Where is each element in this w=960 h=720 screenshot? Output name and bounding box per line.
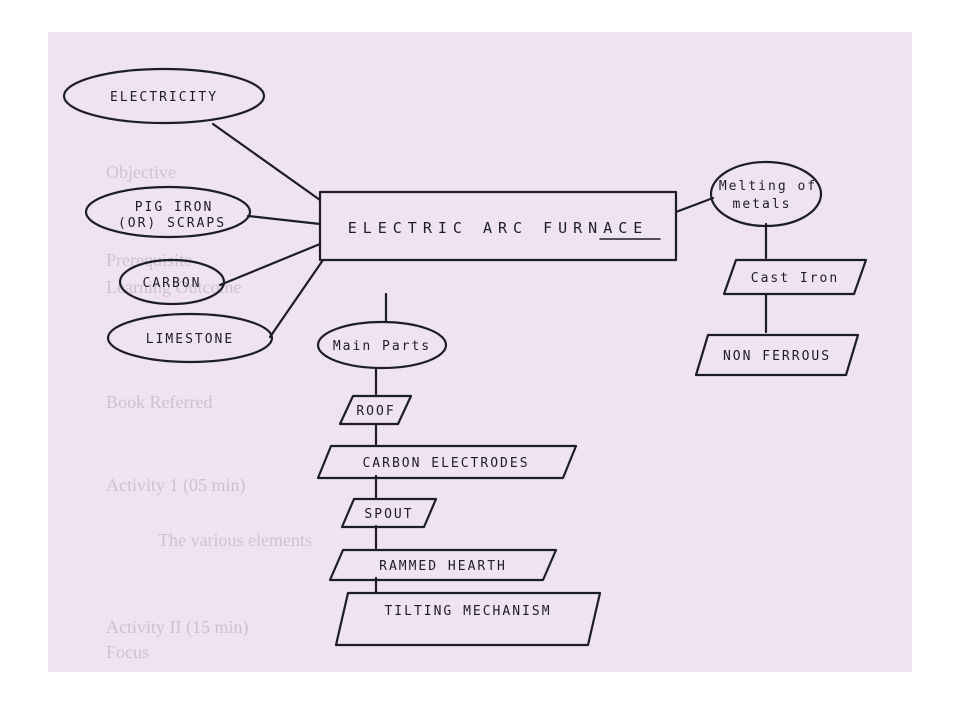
- parallelogram-shape: [340, 497, 438, 529]
- melting-title: Melting of: [719, 179, 817, 194]
- connector-carbon: [218, 242, 322, 287]
- part-label: SPOUT: [364, 507, 413, 522]
- furnace-box: [318, 190, 678, 262]
- main-parts-node: Main Parts: [316, 320, 448, 370]
- ellipse-shape: [118, 258, 226, 306]
- part-label: TILTING MECHANISM: [384, 604, 551, 619]
- melting-node: Melting of metals: [709, 160, 823, 228]
- melting-item-label: Cast Iron: [751, 271, 839, 286]
- input-carbon: CARBON: [118, 258, 226, 306]
- input-electricity: ELECTRICITY: [62, 67, 266, 125]
- parallelogram-shape: [334, 591, 602, 647]
- center-furnace: ELECTRIC ARC FURNACE: [318, 190, 678, 262]
- melting-title-line2: metals: [733, 197, 792, 212]
- input-label-line2: (OR) SCRAPS: [118, 216, 226, 231]
- ghost-text: Focus: [106, 642, 150, 662]
- connector-melting: [674, 196, 715, 214]
- ghost-text: Learning Outcome: [106, 277, 242, 297]
- input-label: CARBON: [143, 276, 202, 291]
- connector-lines: [211, 122, 768, 594]
- part-label: ROOF: [356, 404, 395, 419]
- furnace-diagram: ELECTRICITY PIG IRON (OR) SCRAPS CARBON …: [62, 67, 868, 647]
- melting-non-ferrous: NON FERROUS: [694, 333, 860, 377]
- parallelogram-shape: [722, 258, 868, 296]
- part-label: RAMMED HEARTH: [379, 559, 507, 574]
- connector-electricity: [211, 122, 322, 202]
- ghost-text: Prerequisite: [106, 250, 192, 270]
- part-rammed-hearth: RAMMED HEARTH: [328, 548, 558, 582]
- melting-cast-iron: Cast Iron: [722, 258, 868, 296]
- melting-item-label: NON FERROUS: [723, 349, 831, 364]
- part-spout: SPOUT: [340, 497, 438, 529]
- part-tilting-mechanism: TILTING MECHANISM: [334, 591, 602, 647]
- main-parts-title: Main Parts: [333, 339, 431, 354]
- scanned-sheet: Objective Prerequisite Learning Outcome …: [48, 32, 912, 672]
- parallelogram-shape: [328, 548, 558, 582]
- ghost-text: The various elements: [158, 530, 312, 550]
- ellipse-shape: [62, 67, 266, 125]
- ghost-text: Objective: [106, 162, 176, 182]
- part-carbon-electrodes: CARBON ELECTRODES: [316, 444, 578, 480]
- connector-limestone: [268, 258, 325, 339]
- parallelogram-shape: [694, 333, 860, 377]
- input-label: PIG IRON: [135, 200, 214, 215]
- ellipse-shape: [106, 312, 274, 364]
- ghost-text: Activity 1 (05 min): [106, 475, 246, 495]
- ghost-text: Activity II (15 min): [106, 617, 249, 637]
- input-label: LIMESTONE: [146, 332, 234, 347]
- input-pig-iron: PIG IRON (OR) SCRAPS: [84, 185, 252, 239]
- input-limestone: LIMESTONE: [106, 312, 274, 364]
- ellipse-shape: [709, 160, 823, 228]
- connector-pig-iron: [246, 214, 322, 226]
- ellipse-shape: [84, 185, 252, 239]
- parallelogram-shape: [316, 444, 578, 480]
- ellipse-shape: [316, 320, 448, 370]
- part-label: CARBON ELECTRODES: [362, 456, 529, 471]
- parallelogram-shape: [338, 394, 413, 426]
- part-roof: ROOF: [338, 394, 413, 426]
- ghost-text: Book Referred: [106, 392, 213, 412]
- furnace-label: ELECTRIC ARC FURNACE: [348, 219, 649, 237]
- input-label: ELECTRICITY: [110, 90, 218, 105]
